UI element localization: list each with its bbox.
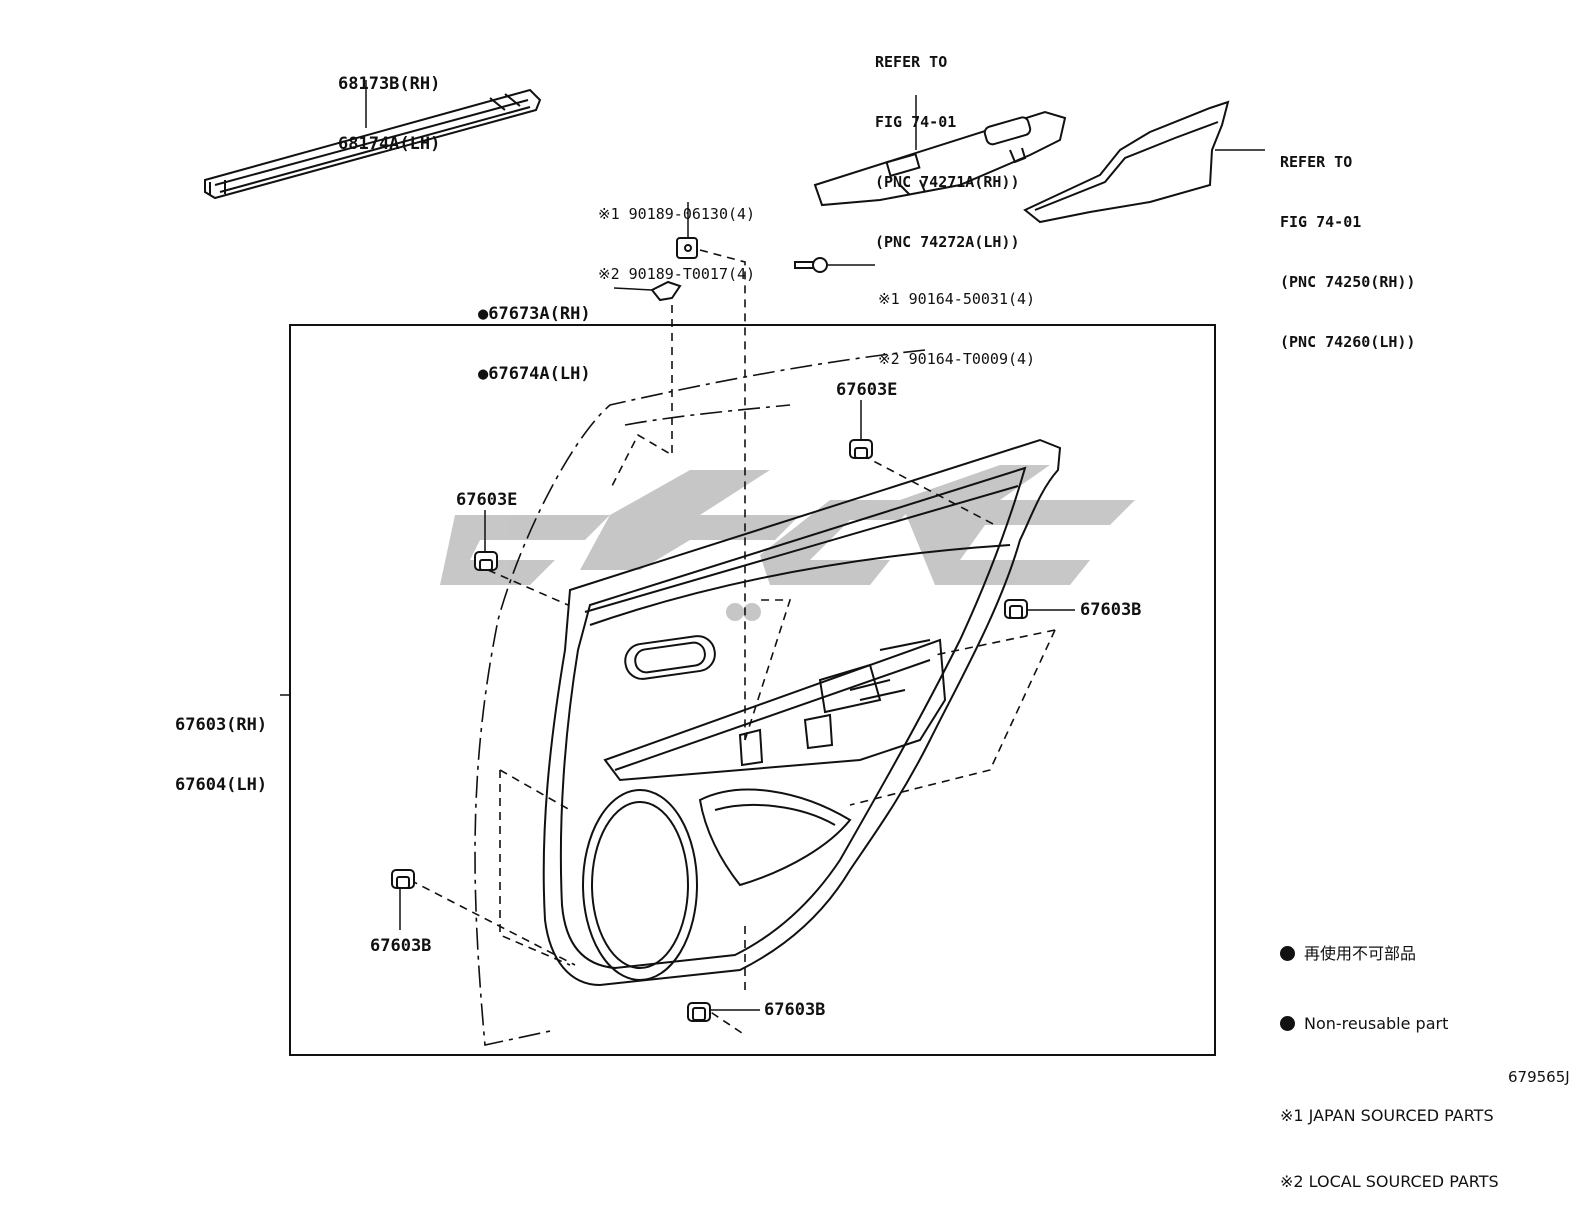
clip-67603E-left xyxy=(474,551,498,571)
clip-nut-japan: ※1 90189-06130(4) xyxy=(598,205,756,223)
label-weatherstrip-lh: 68174A(LH) xyxy=(338,134,441,154)
door-trim-rh: 67603(RH) xyxy=(175,715,268,735)
label-clip-b-left: 67603B xyxy=(370,936,432,956)
legend: 再使用不可部品 Non-reusable part ※1 JAPAN SOURC… xyxy=(1280,899,1499,1215)
switch-base-part xyxy=(813,110,1067,207)
screw-part xyxy=(794,257,828,273)
clip-67603B-left xyxy=(391,869,415,889)
clip-67603B-bottom xyxy=(687,1002,711,1022)
assembly-frame xyxy=(289,324,1216,1056)
label-clip-e-top: 67603E xyxy=(836,380,898,400)
bracket-part xyxy=(650,280,682,302)
bullet-dot-icon xyxy=(1280,946,1295,961)
door-trim-lh: 67604(LH) xyxy=(175,775,268,795)
leader-bracket xyxy=(613,287,653,291)
label-weatherstrip-rh: 68173B(RH) xyxy=(338,74,441,94)
door-trim-parts-diagram xyxy=(204,80,1265,1056)
clip-nut-part xyxy=(676,237,698,259)
label-clip-b-right: 67603B xyxy=(1080,600,1142,620)
legend-non-reusable-ja: 再使用不可部品 xyxy=(1280,943,1499,965)
ref-line-1: REFER TO xyxy=(875,53,948,71)
label-clip-e-left: 67603E xyxy=(456,490,518,510)
ref-line-3: (PNC 74250(RH)) xyxy=(1280,273,1416,291)
label-armrest-ref: REFER TO FIG 74-01 (PNC 74250(RH)) (PNC … xyxy=(1280,112,1415,372)
legend-japan-sourced: ※1 JAPAN SOURCED PARTS xyxy=(1280,1106,1494,1125)
bracket-lh: ●67674A(LH) xyxy=(478,364,591,384)
legend-non-reusable-en: Non-reusable part xyxy=(1280,1013,1499,1035)
door-body-outline xyxy=(474,349,926,1046)
label-clip-b-bottom: 67603B xyxy=(764,1000,826,1020)
bracket-rh: ●67673A(RH) xyxy=(478,304,591,324)
door-trim-panel xyxy=(542,438,1062,987)
label-bracket: ●67673A(RH) ●67674A(LH) xyxy=(478,264,591,404)
ref-line-4: (PNC 74272A(LH)) xyxy=(875,233,1020,251)
label-weatherstrip: 68173B(RH) 68174A(LH) xyxy=(338,34,440,174)
label-switch-base-ref: REFER TO FIG 74-01 (PNC 74271A(RH)) (PNC… xyxy=(875,12,1020,272)
ref-line-1: REFER TO xyxy=(1280,153,1353,171)
figure-reference-code: 679565J xyxy=(1508,1068,1570,1086)
label-screw: ※1 90164-50031(4) ※2 90164-T0009(4) xyxy=(878,249,1035,389)
clip-67603E-top xyxy=(849,439,873,459)
clip-nut-local: ※2 90189-T0017(4) xyxy=(598,265,756,283)
label-door-trim: 67603(RH) 67604(LH) xyxy=(175,675,267,815)
clip-67603B-right xyxy=(1004,599,1028,619)
armrest-part xyxy=(1023,100,1230,224)
legend-local-sourced: ※2 LOCAL SOURCED PARTS xyxy=(1280,1172,1499,1191)
ref-line-2: FIG 74-01 xyxy=(875,113,957,131)
weatherstrip-part xyxy=(204,88,542,200)
ref-line-2: FIG 74-01 xyxy=(1280,213,1362,231)
bullet-dot-icon xyxy=(1280,1016,1295,1031)
label-clip-nut: ※1 90189-06130(4) ※2 90189-T0017(4) xyxy=(598,164,755,304)
ref-line-3: (PNC 74271A(RH)) xyxy=(875,173,1020,191)
assembly-dashed-lines xyxy=(409,249,1056,1036)
ref-line-4: (PNC 74260(LH)) xyxy=(1280,333,1416,351)
screw-japan: ※1 90164-50031(4) xyxy=(878,290,1036,308)
screw-local: ※2 90164-T0009(4) xyxy=(878,350,1036,368)
